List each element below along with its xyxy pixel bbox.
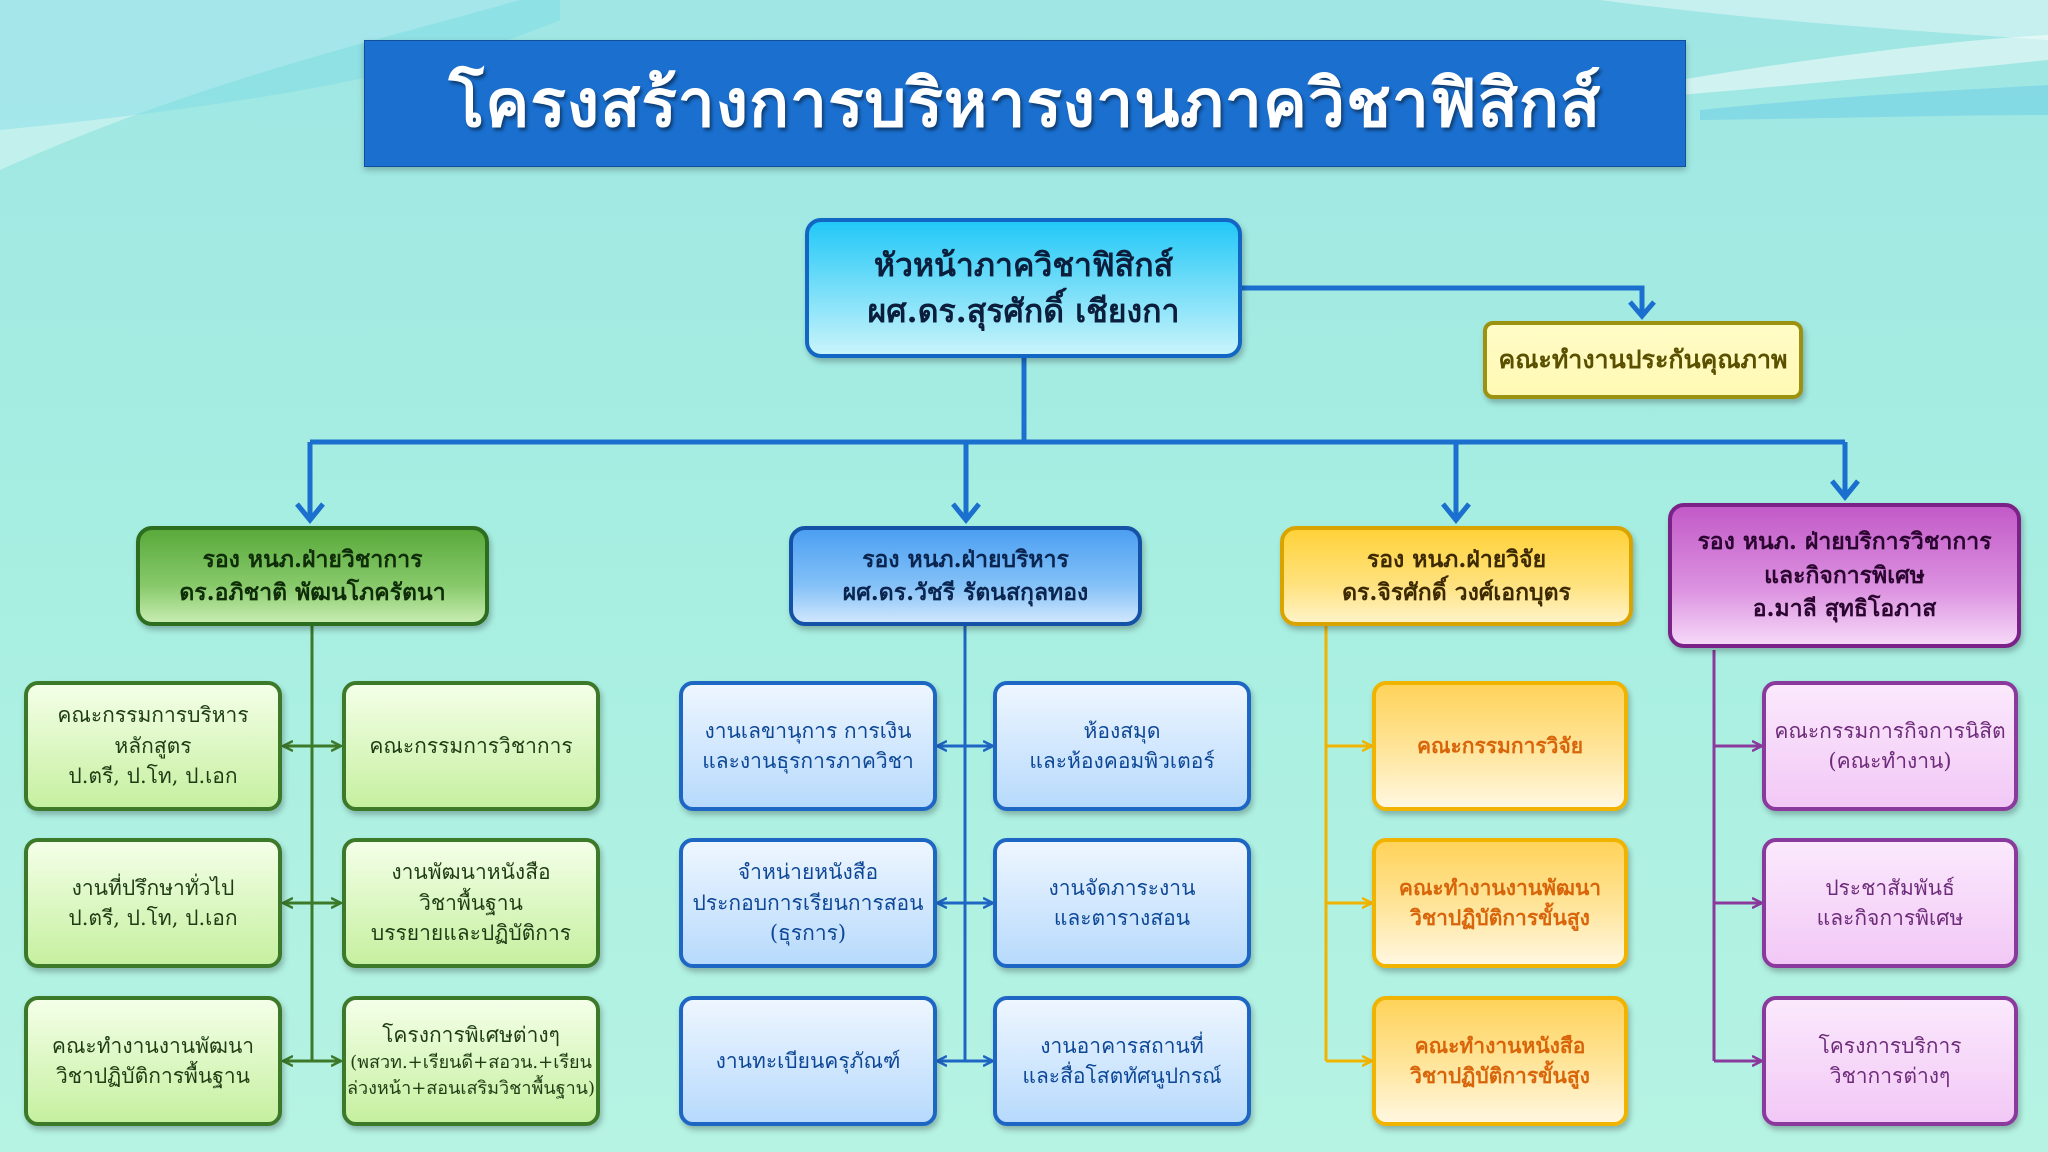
service-connectors bbox=[1712, 650, 1762, 1061]
admin-library-box: ห้องสมุด และห้องคอมพิวเตอร์ bbox=[993, 681, 1251, 811]
academic-committee-box: คณะกรรมการวิชาการ bbox=[342, 681, 600, 811]
head-to-quality-connector bbox=[1242, 285, 1656, 320]
quality-assurance-team-box: คณะทำงานประกันคุณภาพ bbox=[1483, 321, 1803, 399]
service-student-affairs-box: คณะกรรมการกิจการนิสิต (คณะทำงาน) bbox=[1762, 681, 2018, 811]
box-line: โครงการบริการ bbox=[1818, 1033, 1962, 1058]
box-line: วิชาปฏิบัติการพื้นฐาน bbox=[56, 1064, 250, 1088]
service-academic-services-box: โครงการบริการ วิชาการต่างๆ bbox=[1762, 996, 2018, 1126]
box-line: ประกอบการเรียนการสอน bbox=[692, 890, 924, 915]
admin-facilities-box: งานอาคารสถานที่ และสื่อโสตทัศนูปกรณ์ bbox=[993, 996, 1251, 1126]
box-line: คณะกรรมการวิชาการ bbox=[369, 733, 573, 758]
deputy-research-name: ดร.จิรศักดิ์ วงศ์เอกบุตร bbox=[1342, 579, 1571, 606]
box-line: วิชาการต่างๆ bbox=[1829, 1064, 1951, 1088]
research-advanced-lab-box: คณะทำงานงานพัฒนา วิชาปฏิบัติการขั้นสูง bbox=[1372, 838, 1628, 968]
academic-special-projects-box: โครงการพิเศษต่างๆ (พสวท.+เรียนดี+สอวน.+เ… bbox=[342, 996, 600, 1126]
research-committee-box: คณะกรรมการวิจัย bbox=[1372, 681, 1628, 811]
deputy-academic-name: ดร.อภิชาติ พัฒนโภครัตนา bbox=[179, 579, 446, 606]
box-line: คณะทำงานงานพัฒนา bbox=[1398, 874, 1602, 900]
box-line: คณะกรรมการกิจการนิสิต bbox=[1774, 718, 2006, 743]
page-title-text: โครงสร้างการบริหารงานภาควิชาฟิสิกส์ bbox=[448, 64, 1602, 142]
box-line: คณะทำงานหนังสือ bbox=[1414, 1032, 1586, 1058]
box-line: ล่วงหน้า+สอนเสริมวิชาพื้นฐาน) bbox=[346, 1078, 596, 1100]
box-line: งานอาคารสถานที่ bbox=[1040, 1033, 1204, 1058]
deputy-admin-title: รอง หนภ.ฝ่ายบริหาร bbox=[862, 545, 1069, 573]
academic-connectors bbox=[283, 626, 341, 1061]
page-title: โครงสร้างการบริหารงานภาควิชาฟิสิกส์ bbox=[364, 40, 1686, 167]
service-public-relations-box: ประชาสัมพันธ์ และกิจการพิเศษ bbox=[1762, 838, 2018, 968]
main-bus-connector bbox=[295, 358, 1860, 524]
box-line: จำหน่ายหนังสือ bbox=[737, 860, 879, 885]
box-line: (ธุรการ) bbox=[769, 921, 847, 946]
deputy-academic-title: รอง หนภ.ฝ่ายวิชาการ bbox=[202, 545, 423, 573]
deputy-research-title: รอง หนภ.ฝ่ายวิจัย bbox=[1366, 545, 1547, 573]
box-line: วิชาปฏิบัติการขั้นสูง bbox=[1410, 1063, 1590, 1088]
box-line: ห้องสมุด bbox=[1083, 718, 1161, 743]
deputy-service-box: รอง หนภ. ฝ่ายบริการวิชาการ และกิจการพิเศ… bbox=[1668, 503, 2021, 648]
admin-inventory-box: งานทะเบียนครุภัณฑ์ bbox=[679, 996, 937, 1126]
deputy-service-title: รอง หนภ. ฝ่ายบริการวิชาการ bbox=[1697, 528, 1992, 556]
box-line: ป.ตรี, ป.โท, ป.เอก bbox=[68, 906, 238, 930]
deputy-service-name: อ.มาลี สุทธิโอภาส bbox=[1752, 595, 1937, 623]
box-line: หลักสูตร bbox=[114, 733, 192, 758]
department-head-title: หัวหน้าภาควิชาฟิสิกส์ bbox=[873, 245, 1174, 284]
admin-secretary-box: งานเลขานุการ การเงิน และงานธุรการภาควิชา bbox=[679, 681, 937, 811]
box-line: บรรยายและปฏิบัติการ bbox=[370, 921, 572, 946]
box-line: คณะทำงานงานพัฒนา bbox=[51, 1033, 255, 1058]
box-line: และตารางสอน bbox=[1053, 906, 1191, 930]
admin-workload-box: งานจัดภาระงาน และตารางสอน bbox=[993, 838, 1251, 968]
department-head-name: ผศ.ดร.สุรศักดิ์ เชียงกา bbox=[867, 292, 1180, 330]
box-line: ป.ตรี, ป.โท, ป.เอก bbox=[68, 764, 238, 789]
deputy-service-title-cont: และกิจการพิเศษ bbox=[1764, 561, 1925, 589]
box-line: คณะกรรมการวิจัย bbox=[1416, 732, 1584, 758]
academic-textbook-box: งานพัฒนาหนังสือ วิชาพื้นฐาน บรรยายและปฏิ… bbox=[342, 838, 600, 968]
box-line: วิชาพื้นฐาน bbox=[419, 890, 523, 915]
academic-curriculum-committee-box: คณะกรรมการบริหาร หลักสูตร ป.ตรี, ป.โท, ป… bbox=[24, 681, 282, 811]
box-line: และห้องคอมพิวเตอร์ bbox=[1029, 749, 1215, 773]
box-line: วิชาปฏิบัติการขั้นสูง bbox=[1410, 905, 1590, 930]
department-head-box: หัวหน้าภาควิชาฟิสิกส์ ผศ.ดร.สุรศักดิ์ เช… bbox=[805, 218, 1242, 358]
box-line: และสื่อโสตทัศนูปกรณ์ bbox=[1022, 1064, 1222, 1088]
deputy-admin-box: รอง หนภ.ฝ่ายบริหาร ผศ.ดร.วัชรี รัตนสกุลท… bbox=[789, 526, 1142, 626]
deputy-research-box: รอง หนภ.ฝ่ายวิจัย ดร.จิรศักดิ์ วงศ์เอกบุ… bbox=[1280, 526, 1633, 626]
box-line: และกิจการพิเศษ bbox=[1816, 906, 1964, 930]
admin-book-sales-box: จำหน่ายหนังสือ ประกอบการเรียนการสอน (ธุร… bbox=[679, 838, 937, 968]
admin-connectors bbox=[937, 626, 993, 1061]
box-line: งานเลขานุการ การเงิน bbox=[704, 718, 912, 743]
research-connectors bbox=[1324, 626, 1372, 1061]
deputy-admin-name: ผศ.ดร.วัชรี รัตนสกุลทอง bbox=[842, 579, 1089, 606]
box-line: โครงการพิเศษต่างๆ bbox=[382, 1022, 560, 1047]
box-line: งานทะเบียนครุภัณฑ์ bbox=[715, 1048, 901, 1073]
box-line: งานจัดภาระงาน bbox=[1048, 875, 1196, 900]
box-line: (พสวท.+เรียนดี+สอวน.+เรียน bbox=[350, 1052, 592, 1074]
box-line: ประชาสัมพันธ์ bbox=[1825, 875, 1955, 900]
deputy-academic-box: รอง หนภ.ฝ่ายวิชาการ ดร.อภิชาติ พัฒนโภครั… bbox=[136, 526, 489, 626]
box-line: งานพัฒนาหนังสือ bbox=[391, 860, 551, 885]
quality-assurance-label: คณะทำงานประกันคุณภาพ bbox=[1498, 344, 1788, 374]
academic-basic-lab-box: คณะทำงานงานพัฒนา วิชาปฏิบัติการพื้นฐาน bbox=[24, 996, 282, 1126]
box-line: คณะกรรมการบริหาร bbox=[57, 703, 249, 728]
research-advanced-textbook-box: คณะทำงานหนังสือ วิชาปฏิบัติการขั้นสูง bbox=[1372, 996, 1628, 1126]
box-line: งานที่ปรึกษาทั่วไป bbox=[71, 875, 235, 900]
box-line: และงานธุรการภาควิชา bbox=[702, 749, 914, 773]
box-line: (คณะทำงาน) bbox=[1828, 749, 1952, 773]
academic-advisor-box: งานที่ปรึกษาทั่วไป ป.ตรี, ป.โท, ป.เอก bbox=[24, 838, 282, 968]
